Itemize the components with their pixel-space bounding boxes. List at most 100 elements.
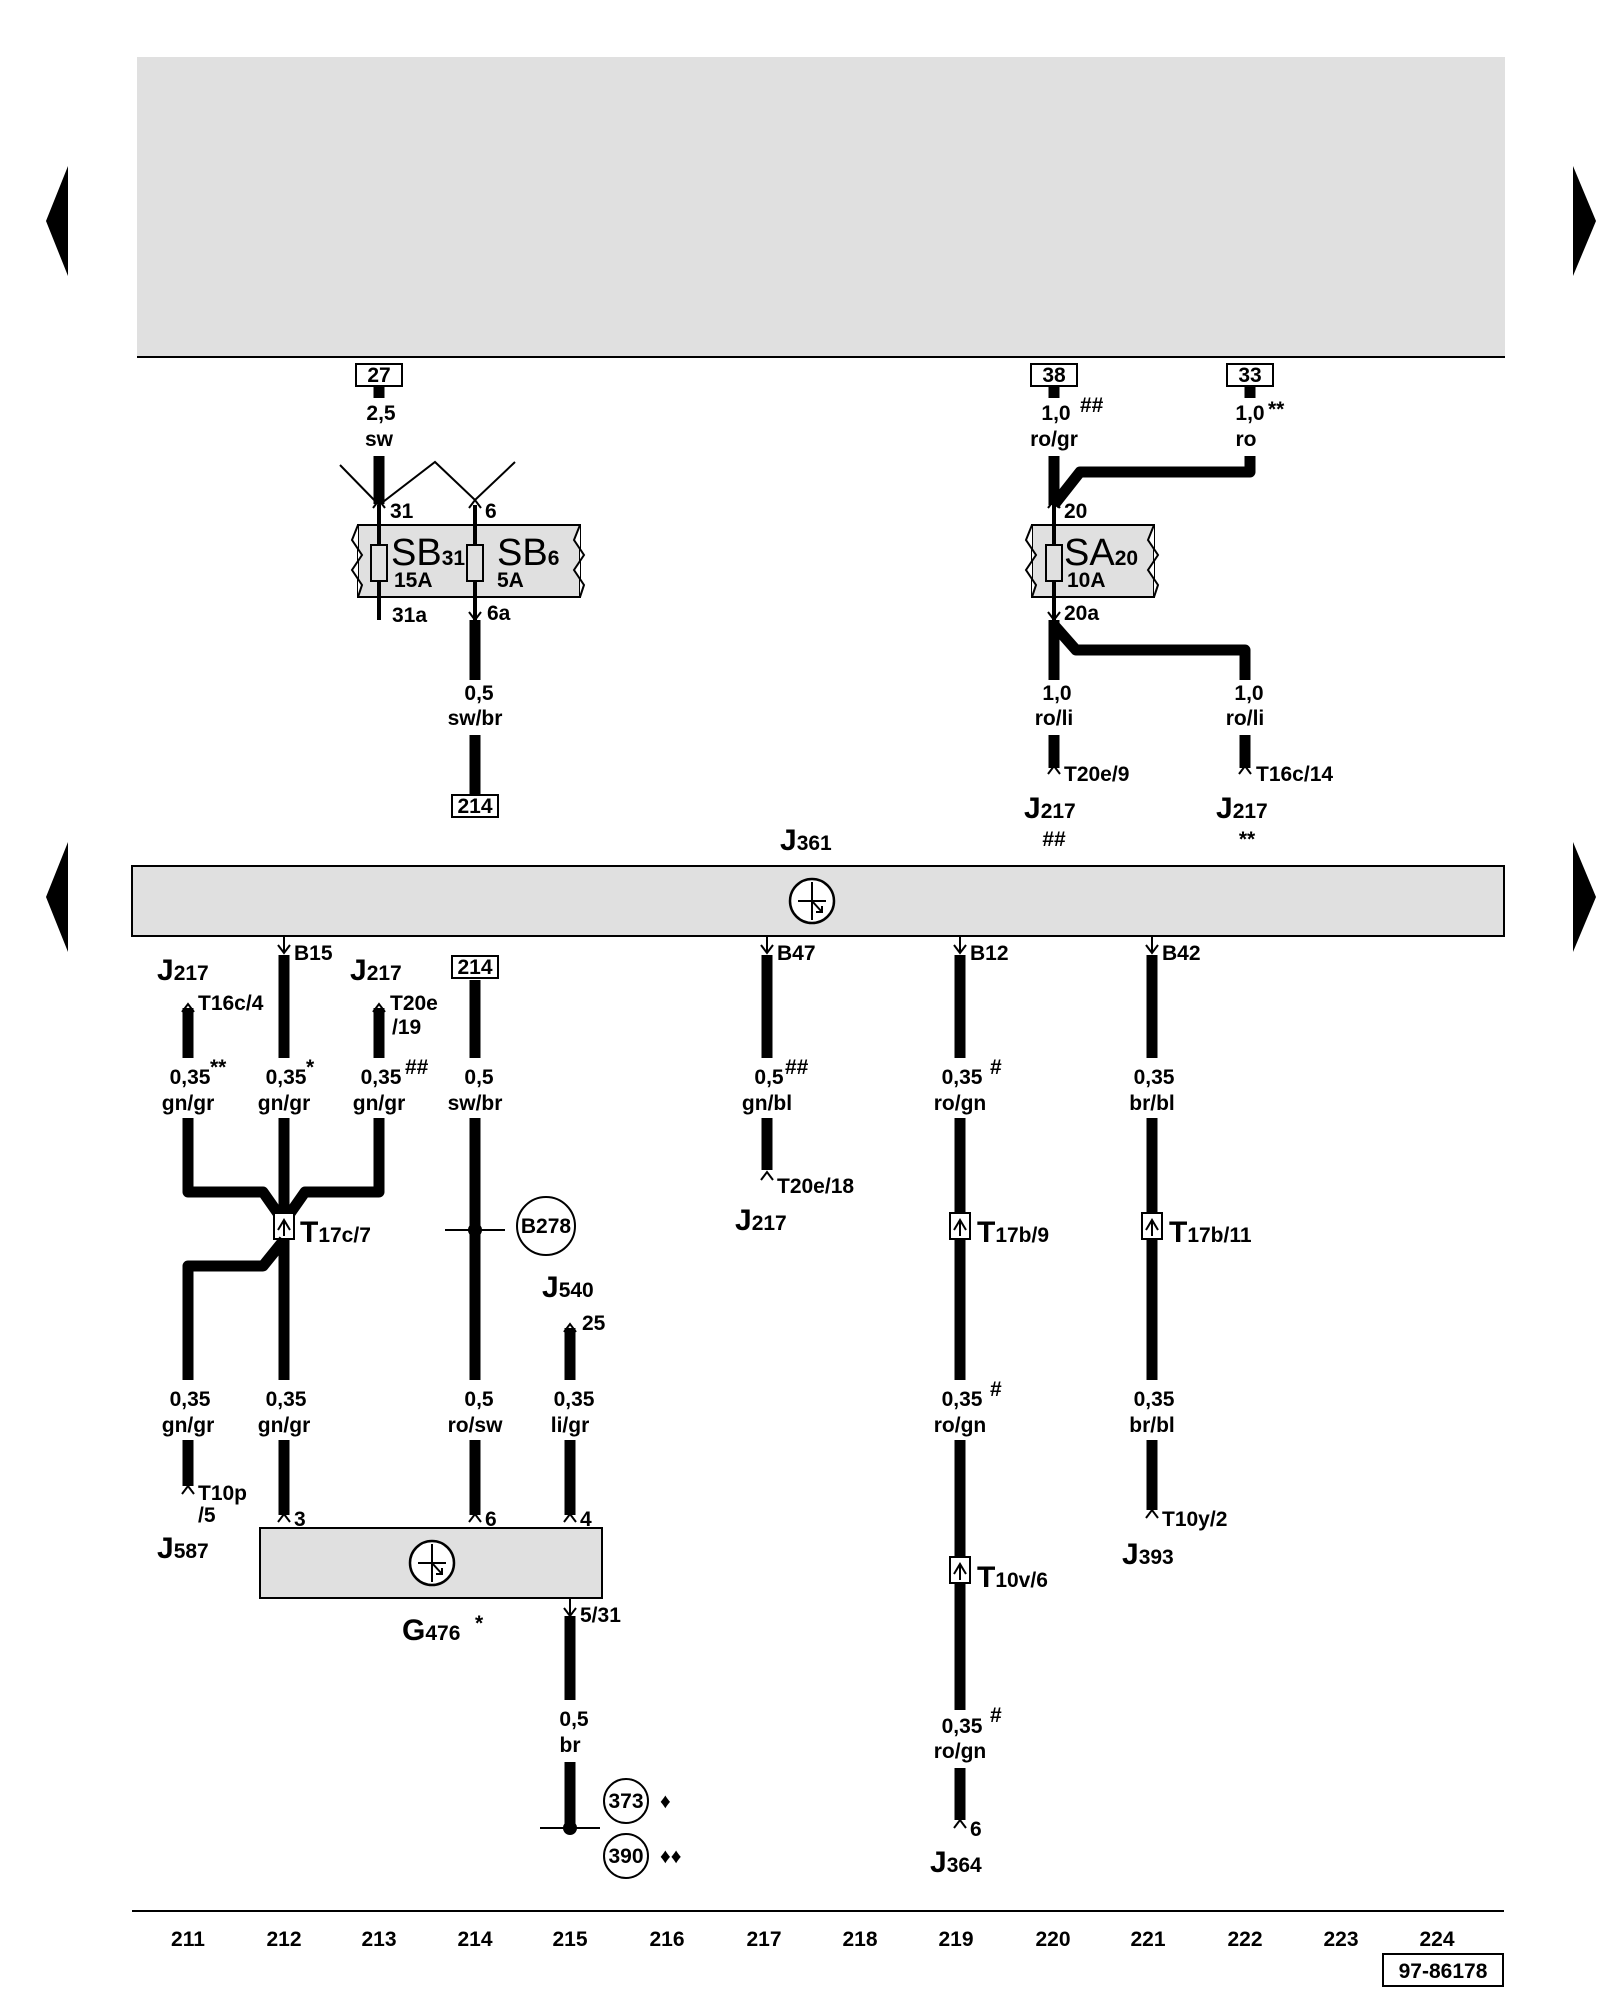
- wire-size-sw: 2,5: [366, 402, 396, 425]
- wire-color-swbr-2: sw/br: [448, 1092, 503, 1115]
- ref-box-214: [451, 794, 499, 818]
- wire-color-swbr: sw/br: [448, 707, 503, 730]
- electronic-module-icon-glyph: [418, 1544, 446, 1582]
- wire-size-roli-2: 1,0: [1234, 682, 1263, 705]
- bus-line: [339, 464, 380, 506]
- pin-31: 31: [390, 500, 414, 523]
- wire-color-br: br: [560, 1734, 581, 1757]
- pin-arrow: [563, 1512, 577, 1523]
- pin-arrow: [1238, 764, 1252, 775]
- fuse-sb6-rating: 5A: [497, 569, 524, 592]
- wire-gngr-4: [182, 1236, 289, 1380]
- ref-box-38: [1030, 363, 1078, 387]
- wire-size-gngr-1: 0,35: [170, 1066, 211, 1089]
- mark-390: ♦♦: [660, 1845, 682, 1868]
- grid-number: 223: [1323, 1928, 1358, 1951]
- wire-mark-ro: **: [1268, 398, 1285, 421]
- grid-number: 220: [1035, 1928, 1070, 1951]
- pin-3: 3: [294, 1508, 306, 1531]
- wire-size-gnbl: 0,5: [754, 1066, 784, 1089]
- ref-33: 33: [1238, 364, 1261, 387]
- grid-number: 215: [552, 1928, 587, 1951]
- label-j587: J587: [157, 1532, 209, 1565]
- previous-page-arrow[interactable]: [46, 166, 68, 276]
- pin-6: 6: [485, 500, 497, 523]
- pin-25: 25: [582, 1312, 606, 1335]
- pin-6-g: 6: [485, 1508, 497, 1531]
- label-j361: J361: [780, 824, 832, 857]
- wire-size-gngr-2: 0,35: [266, 1066, 307, 1089]
- connector-icon: [953, 1562, 967, 1580]
- wire-mark-rogr: ##: [1080, 394, 1104, 417]
- pin-t10p: T10p: [198, 1482, 247, 1505]
- pin-t16c14: T16c/14: [1256, 763, 1333, 786]
- label-j217-e: J217: [735, 1204, 787, 1237]
- pin-t20e9: T20e/9: [1064, 763, 1129, 786]
- wire-color-gngr-4: gn/gr: [162, 1414, 215, 1437]
- grid-number: 221: [1130, 1928, 1165, 1951]
- wire-size-brbl-2: 0,35: [1134, 1388, 1175, 1411]
- wire-color-roli-1: ro/li: [1035, 707, 1074, 730]
- ref-38: 38: [1042, 364, 1066, 387]
- label-j217-b: J217: [1216, 792, 1268, 825]
- fuse-block-break: [350, 524, 364, 598]
- next-section-arrow[interactable]: [1573, 842, 1596, 952]
- grid-numbers: 211 212 213 214 215 216 217 218 219 220 …: [171, 1928, 1455, 1951]
- wire-color-brbl-2: br/bl: [1129, 1414, 1175, 1437]
- ref-box-27: [355, 363, 403, 387]
- wire-size-swbr: 0,5: [464, 682, 494, 705]
- wire-color-sw: sw: [365, 428, 394, 451]
- ref-box-214-b: [451, 955, 499, 979]
- wire-color-brbl-1: br/bl: [1129, 1092, 1175, 1115]
- wire-size-gngr-3: 0,35: [361, 1066, 402, 1089]
- pin-6a: 6a: [487, 602, 511, 625]
- connector-icon: [953, 1218, 967, 1236]
- pin-t16c4: T16c/4: [198, 992, 264, 1015]
- wire-mark-gngr-2: *: [306, 1056, 315, 1079]
- label-j364: J364: [930, 1846, 982, 1879]
- wire-size-swbr-2: 0,5: [464, 1066, 494, 1089]
- electronic-module-icon-glyph: [798, 882, 826, 920]
- pin-t20e18: T20e/18: [777, 1175, 854, 1198]
- pin-arrow: [468, 1512, 482, 1523]
- fuse-sb31-letters: SB31: [391, 532, 465, 574]
- wire-size-rosw: 0,5: [464, 1388, 494, 1411]
- next-page-arrow[interactable]: [1573, 166, 1596, 276]
- wire-mark-rogn-2: #: [990, 1378, 1002, 1401]
- wire-color-gngr-2: gn/gr: [258, 1092, 311, 1115]
- wire-size-rogn-2: 0,35: [942, 1388, 983, 1411]
- pin-b12: B12: [970, 942, 1009, 965]
- pin-b15: B15: [294, 942, 333, 965]
- wire-color-ligr: li/gr: [551, 1414, 590, 1437]
- ground-373-circle: [603, 1778, 649, 1824]
- pin-arrow: [277, 1512, 291, 1523]
- pin-arrow: [1145, 1508, 1159, 1519]
- wire-color-rogn-2: ro/gn: [934, 1414, 987, 1437]
- mark-g476: *: [475, 1612, 484, 1635]
- wire-size-brbl-1: 0,35: [1134, 1066, 1175, 1089]
- wire-color-rosw: ro/sw: [448, 1414, 504, 1437]
- fuse-sa20-rating: 10A: [1067, 569, 1106, 592]
- grid-number: 216: [649, 1928, 684, 1951]
- mark-373: ♦: [660, 1790, 671, 1813]
- wire-color-gngr-5: gn/gr: [258, 1414, 311, 1437]
- wire-size-rogn-3: 0,35: [942, 1715, 983, 1738]
- pin-20: 20: [1064, 500, 1087, 523]
- ref-27: 27: [367, 364, 390, 387]
- splice-b278: B278: [521, 1215, 572, 1238]
- pin-4: 4: [580, 1508, 592, 1531]
- splice-point: [468, 1223, 482, 1237]
- ref-214: 214: [457, 795, 492, 818]
- pin-arrow: [1047, 498, 1061, 509]
- wire-mark-gngr-1: **: [210, 1056, 227, 1079]
- wire-color-rogn-3: ro/gn: [934, 1740, 987, 1763]
- wire-mark-gngr-3: ##: [405, 1056, 429, 1079]
- previous-section-arrow[interactable]: [46, 842, 68, 952]
- ground-373: 373: [608, 1790, 643, 1813]
- ground-390: 390: [608, 1845, 643, 1868]
- grid-number: 217: [746, 1928, 781, 1951]
- pin-arrow: [953, 1818, 967, 1829]
- label-j393: J393: [1122, 1538, 1174, 1571]
- label-t17b11: T17b/11: [1169, 1216, 1252, 1249]
